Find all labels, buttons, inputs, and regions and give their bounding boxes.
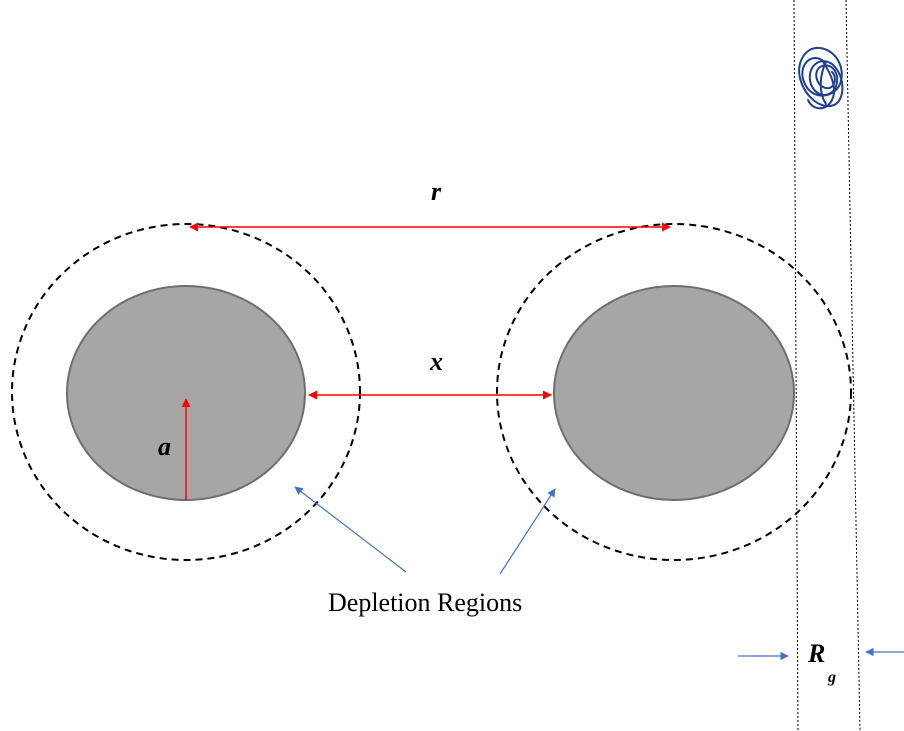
r-label: r [431, 177, 442, 206]
rg-label-subscript: g [827, 669, 836, 686]
right-particle [553, 285, 795, 501]
rg-left-boundary [793, 0, 799, 731]
depletion-regions-label: Depletion Regions [328, 588, 522, 617]
rg-label-main: R [807, 639, 825, 668]
depletion-pointer-left [294, 486, 407, 573]
depletion-pointer-right [499, 488, 556, 575]
rg-right-boundary [845, 0, 861, 731]
polymer-coil-icon [798, 46, 844, 110]
x-label: x [429, 347, 443, 376]
a-label: a [158, 432, 171, 461]
